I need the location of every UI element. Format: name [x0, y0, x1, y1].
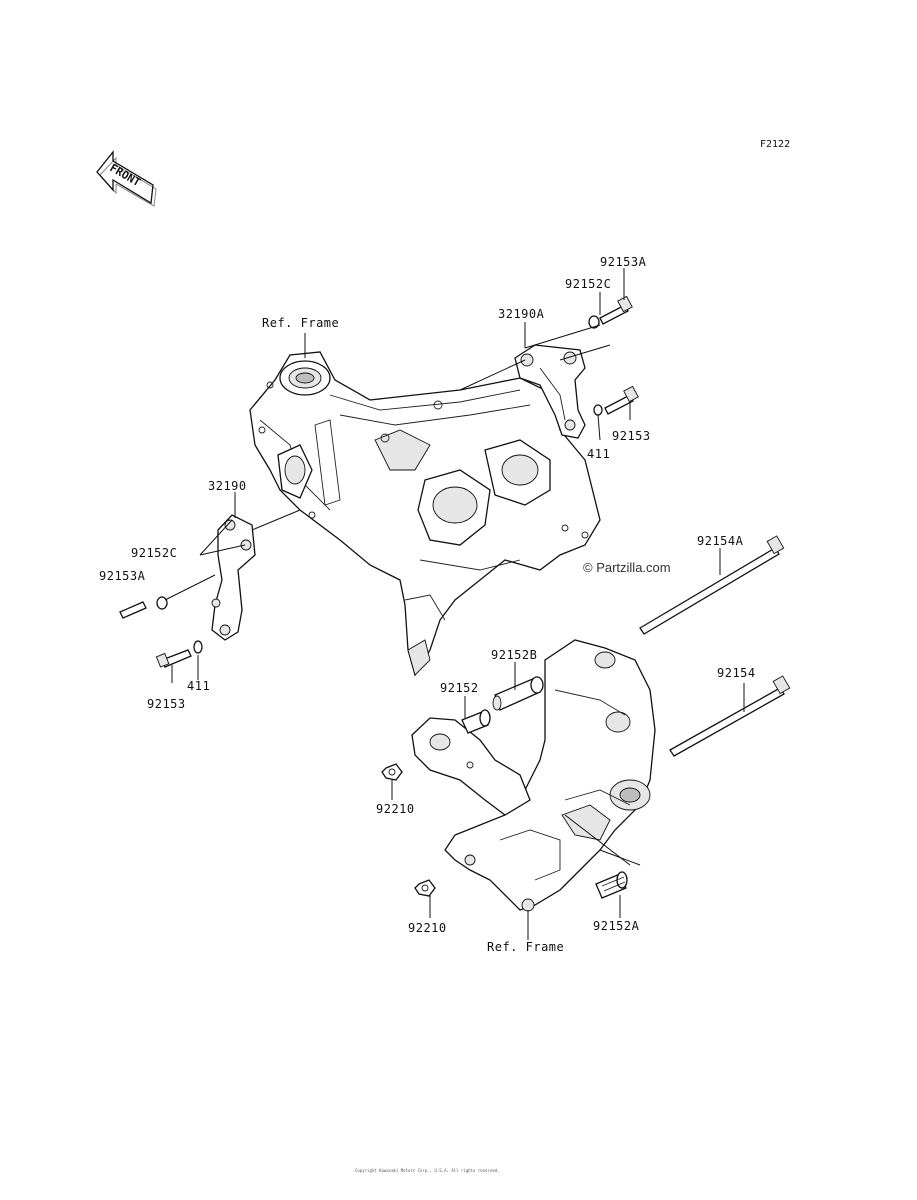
collar-92152B — [492, 676, 544, 711]
watermark: © Partzilla.com — [583, 560, 671, 575]
label-92153-right: 92153 — [612, 429, 651, 443]
label-92153A-right: 92153A — [600, 255, 647, 269]
front-arrow-icon: FRONT — [96, 150, 157, 207]
washer-411-right — [593, 404, 603, 416]
label-92152C-right: 92152C — [565, 277, 611, 291]
leader-lines — [164, 268, 745, 940]
label-411-right: 411 — [587, 447, 610, 461]
frame-lower-body — [444, 639, 656, 912]
collar-92152A — [595, 871, 628, 899]
label-92152A: 92152A — [593, 919, 640, 933]
bolt-92153-right — [604, 385, 639, 415]
label-92152: 92152 — [440, 681, 479, 695]
washer-92152C-left — [156, 596, 168, 610]
engine-mount-plate — [411, 717, 531, 816]
label-92152B: 92152B — [491, 648, 537, 662]
watermark-text: © Partzilla.com — [583, 560, 671, 575]
label-92154: 92154 — [717, 666, 756, 680]
label-32190: 32190 — [208, 479, 247, 493]
bolt-92153-left — [155, 649, 192, 668]
washer-92152C-right — [588, 315, 600, 329]
label-92154A: 92154A — [697, 534, 744, 548]
label-92210-upper: 92210 — [376, 802, 415, 816]
label-ref-frame-top: Ref. Frame — [262, 316, 339, 330]
label-411-left: 411 — [187, 679, 210, 693]
label-ref-frame-bottom: Ref. Frame — [487, 940, 564, 954]
label-92210-lower: 92210 — [408, 921, 447, 935]
bolt-92154 — [669, 675, 791, 757]
nut-92210-lower — [414, 879, 436, 897]
frame-upper-body — [249, 351, 601, 677]
label-92152C-left: 92152C — [131, 546, 177, 560]
label-92153-left: 92153 — [147, 697, 186, 711]
footer-copyright: Copyright Kawasaki Motors Corp., U.S.A. … — [355, 1168, 500, 1173]
nut-92210-upper — [381, 763, 403, 781]
bolt-92154A — [639, 535, 785, 635]
figure-code: F2122 — [760, 139, 790, 150]
collar-92152 — [461, 709, 491, 734]
bracket-32190 — [211, 514, 256, 641]
label-92153A-left: 92153A — [99, 569, 146, 583]
label-32190A: 32190A — [498, 307, 545, 321]
bolt-92153A-right — [599, 295, 633, 325]
bracket-32190A — [514, 344, 586, 439]
bolt-92153A-left — [119, 601, 147, 619]
washer-411-left — [193, 640, 203, 654]
